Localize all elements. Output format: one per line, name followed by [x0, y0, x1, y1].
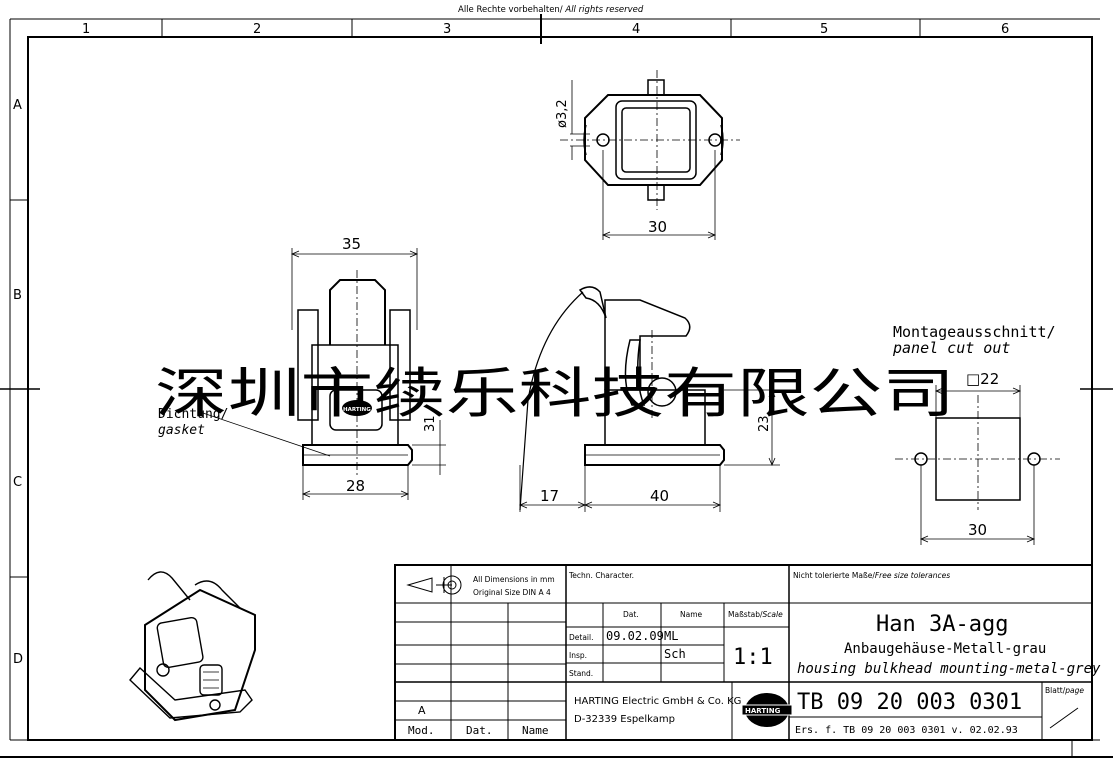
dimension-cutout-size: □22	[966, 370, 999, 388]
dimension-side-height: 31	[423, 415, 438, 432]
frame-column-labels: 1 2 3 4 5 6	[82, 22, 1009, 37]
row-insp-label: Insp.	[569, 651, 587, 660]
dimension-base-width: 28	[346, 477, 365, 495]
front-view	[518, 286, 780, 512]
rev-col-mod: Mod.	[408, 724, 435, 737]
company-line2: D-32339 Espelkamp	[574, 714, 675, 725]
detail-date: 09.02.09	[606, 629, 664, 643]
rev-col-name: Name	[522, 724, 549, 737]
insp-name: Sch	[664, 647, 686, 661]
gasket-label-en: gasket	[158, 423, 205, 438]
tolerance-label: Nicht tolerierte Maße/Free size toleranc…	[793, 571, 950, 580]
title-block	[394, 564, 1093, 741]
dimension-side-width: 35	[342, 235, 361, 253]
dimension-front-width: 40	[650, 487, 669, 505]
cutout-label-en: panel cut out	[892, 339, 1010, 357]
row-detail-label: Detail.	[569, 633, 593, 642]
column-label: 1	[82, 22, 90, 37]
isometric-view	[129, 571, 256, 722]
row-stand-label: Stand.	[569, 669, 593, 678]
col-name-header: Name	[680, 610, 703, 619]
gasket-label-de: Dichtung/	[158, 407, 228, 422]
col-date-header: Dat.	[623, 610, 639, 619]
connector-logo-text: HARTING	[343, 407, 371, 413]
column-label: 6	[1001, 22, 1009, 37]
dimension-front-offset: 17	[540, 487, 559, 505]
product-title: Han 3A-agg	[876, 612, 1008, 637]
rights-notice: Alle Rechte vorbehalten/ All rights rese…	[458, 5, 644, 15]
row-label: A	[13, 98, 22, 113]
revision-letter: A	[418, 704, 426, 717]
cutout-label-de: Montageausschnitt/	[893, 323, 1056, 341]
dimension-cutout-hole-spacing: 30	[968, 521, 987, 539]
top-view	[560, 70, 740, 240]
description-en: housing bulkhead mounting-metal-grey	[797, 661, 1101, 677]
rev-col-date: Dat.	[466, 724, 493, 737]
frame-row-labels: A B C D	[13, 98, 23, 667]
harting-logo: HARTING	[741, 693, 793, 727]
column-label: 4	[632, 22, 640, 37]
replaces-note: Ers. f. TB 09 20 003 0301 v. 02.02.93	[795, 725, 1018, 736]
scale-label: Maßstab/Scale	[728, 610, 783, 619]
harting-logo-text: HARTING	[745, 707, 781, 715]
description-de: Anbaugehäuse-Metall-grau	[844, 641, 1046, 657]
dimensions-note-line2: Original Size DIN A 4	[473, 588, 551, 597]
scale-value: 1:1	[733, 645, 773, 670]
panel-cutout	[895, 385, 1060, 545]
column-label: 3	[443, 22, 451, 37]
column-label: 5	[820, 22, 828, 37]
drawing-number: TB 09 20 003 0301	[797, 690, 1022, 715]
dimensions-note-line1: All Dimensions in mm	[473, 575, 555, 584]
row-label: D	[13, 652, 23, 667]
column-label: 2	[253, 22, 261, 37]
watermark-text: 深圳市续乐科技有限公司	[155, 362, 955, 425]
techn-character-label: Techn. Character.	[568, 571, 634, 580]
row-label: B	[13, 288, 22, 303]
connector-logo: HARTING	[342, 400, 372, 416]
dimension-top-width: 30	[648, 218, 667, 236]
company-line1: HARTING Electric GmbH & Co. KG	[574, 696, 741, 707]
row-label: C	[13, 475, 22, 490]
dimension-front-height: 23	[757, 415, 772, 432]
detail-name: ML	[664, 629, 678, 643]
dimension-hole-diameter: ø3,2	[555, 99, 570, 128]
title-block-text: All Dimensions in mm Original Size DIN A…	[408, 571, 1101, 737]
sheet-label: Blatt/page	[1045, 686, 1084, 695]
side-view	[199, 248, 446, 500]
